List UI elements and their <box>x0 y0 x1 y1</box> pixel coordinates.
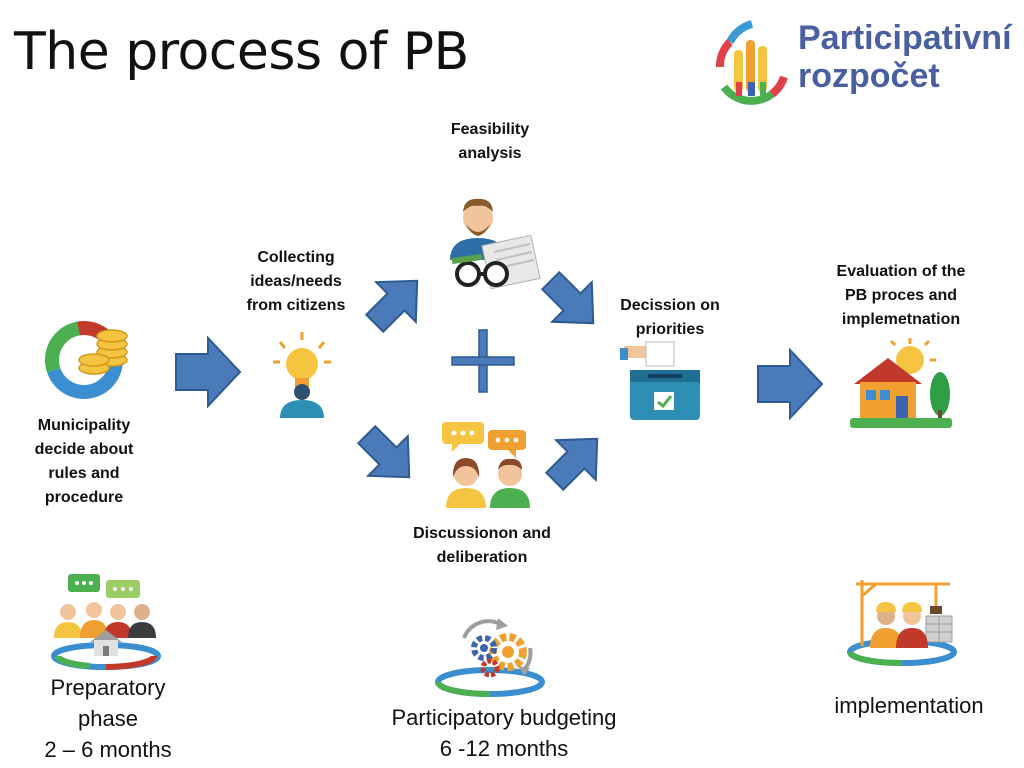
logo-line1: Participativní <box>798 19 1012 57</box>
arrow-right-icon <box>757 348 824 420</box>
construction-workers-icon <box>847 580 957 666</box>
gears-cycle-icon <box>435 618 545 697</box>
analyst-glasses-icon <box>450 198 541 290</box>
arrow-up-right-icon <box>544 437 599 492</box>
idea-lightbulb-person-icon <box>273 332 331 418</box>
step-feasibility-label: Feasibility analysis <box>450 121 530 162</box>
arrow-down-right-icon <box>540 270 595 325</box>
phase-implementation-label: implementation <box>834 693 984 718</box>
arrow-down-right-icon <box>356 424 411 479</box>
plus-icon <box>451 329 515 393</box>
step-discussion-label: Discussionon and deliberation <box>413 525 551 566</box>
phase-pb-label: Participatory budgeting 6 -12 months <box>391 705 617 761</box>
arrow-right-icon <box>175 336 242 408</box>
budget-donut-coins-icon <box>45 321 128 399</box>
house-sun-icon <box>850 338 952 428</box>
discussion-people-icon <box>442 422 530 508</box>
step-collecting-label: Collecting ideas/needs from citizens <box>246 249 346 314</box>
step-decision-label: Decission on priorities <box>620 297 720 338</box>
step-evaluation-label: Evaluation of the PB proces and implemet… <box>836 263 966 328</box>
logo-line2: rozpočet <box>798 57 940 95</box>
ballot-box-icon <box>620 341 700 420</box>
phase-preparatory-label: Preparatory phase 2 – 6 months <box>44 675 172 762</box>
participativni-rozpocet-logo: Participativní rozpočet <box>712 12 1012 112</box>
page-title: The process of PB <box>14 22 469 82</box>
step-municipality-label: Municipality decide about rules and proc… <box>34 417 134 506</box>
logo-hands-icon <box>716 20 788 105</box>
arrow-up-right-icon <box>364 279 419 334</box>
preparatory-group-icon <box>51 574 161 670</box>
